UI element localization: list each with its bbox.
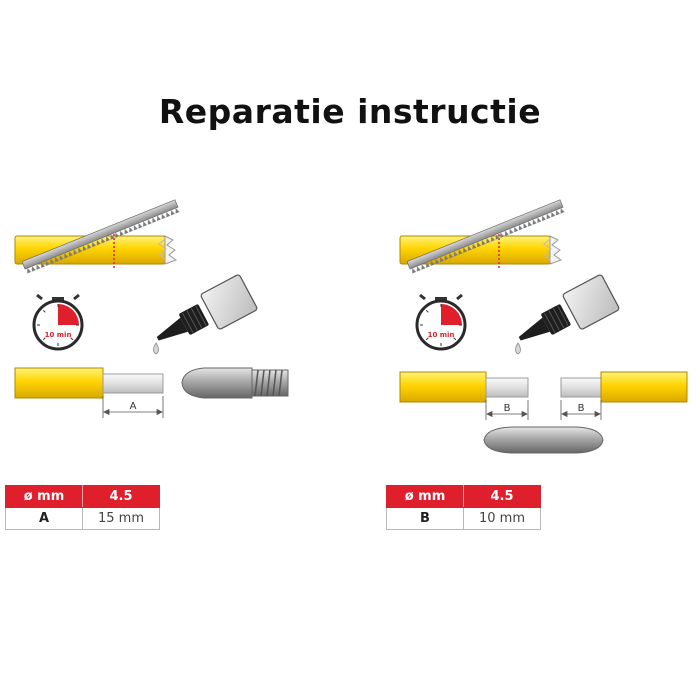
right-dimension-label-1: B	[504, 403, 511, 414]
left-table-header-value: 4.5	[82, 485, 160, 508]
left-timer-label: 10 min	[45, 331, 72, 339]
right-rod-right	[600, 371, 688, 403]
right-timer-label: 10 min	[428, 331, 455, 339]
right-exposed-core-left	[485, 377, 529, 398]
left-rod	[14, 367, 104, 399]
right-dimension-B-left	[485, 400, 529, 420]
right-dimension-label-2: B	[578, 403, 585, 414]
right-table-row-value: 10 mm	[463, 507, 541, 530]
left-table-row-key: A	[5, 507, 83, 530]
left-table-header-diameter: ø mm	[5, 485, 83, 508]
right-dimension-B-right	[560, 400, 602, 420]
left-glue-bottle-icon	[151, 273, 259, 355]
left-metal-end-fitting	[181, 367, 289, 399]
left-timer-icon: 10 min	[32, 293, 84, 351]
right-rod-left	[399, 371, 487, 403]
left-exposed-core	[102, 373, 164, 394]
right-metal-connector-sleeve	[483, 426, 604, 454]
right-exposed-core-right	[560, 377, 602, 398]
right-table-header-diameter: ø mm	[386, 485, 464, 508]
left-table-row-value: 15 mm	[82, 507, 160, 530]
right-table-row-key: B	[386, 507, 464, 530]
right-spec-table: ø mm 4.5 B 10 mm	[386, 485, 541, 530]
right-saw-cut	[399, 199, 566, 275]
left-dimension-label: A	[130, 401, 137, 412]
right-table-header-value: 4.5	[463, 485, 541, 508]
left-dimension-A	[102, 396, 164, 418]
left-spec-table: ø mm 4.5 A 15 mm	[5, 485, 160, 530]
left-saw-cut	[14, 199, 181, 275]
page-title: Reparatie instructie	[158, 92, 542, 131]
right-glue-bottle-icon	[513, 273, 621, 355]
right-timer-icon: 10 min	[415, 293, 467, 351]
